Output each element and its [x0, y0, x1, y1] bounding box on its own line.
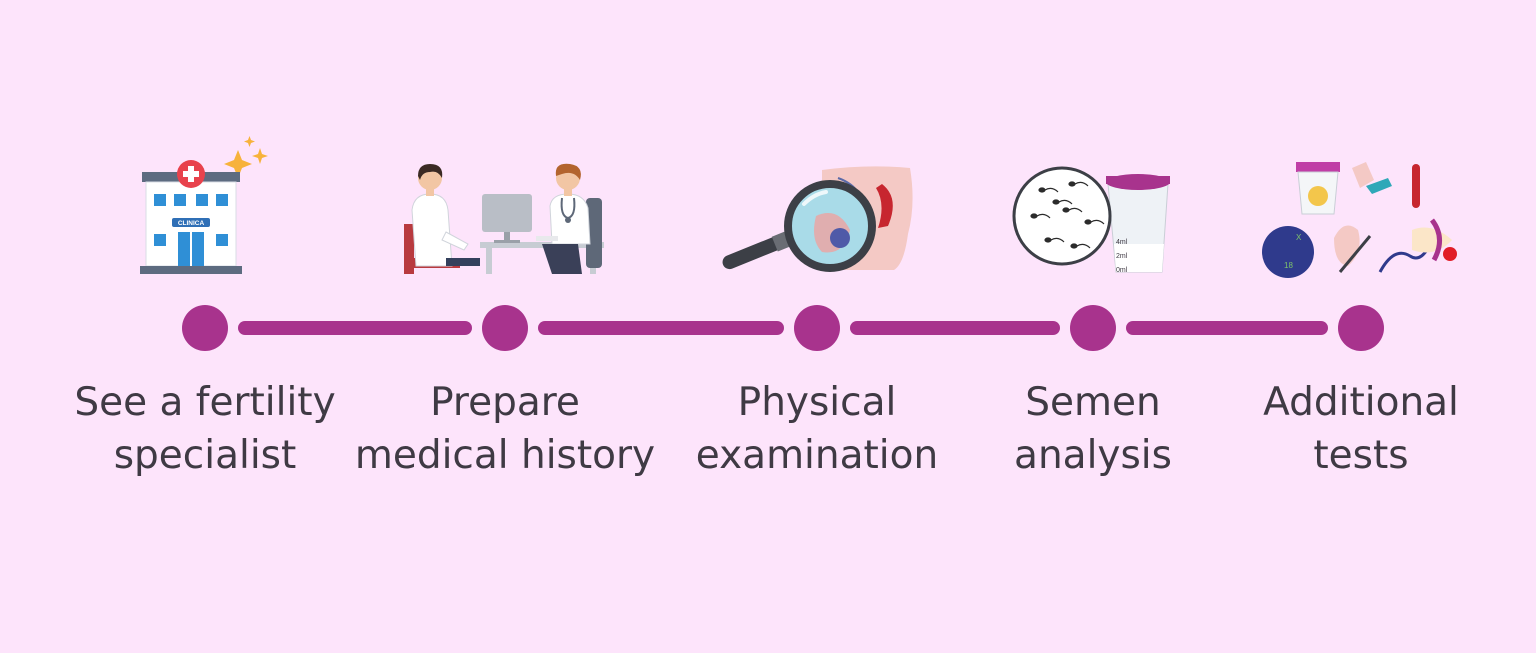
step-label-line: Additional: [1263, 380, 1459, 425]
step-label-line: tests: [1313, 433, 1409, 478]
timeline-connector: [1126, 321, 1328, 335]
step-label-medical-history: Prepare medical history: [345, 376, 665, 482]
step-label-line: Physical: [737, 380, 897, 425]
step-label-line: examination: [695, 433, 939, 478]
chromosome-mark-x: X: [1296, 233, 1302, 242]
timeline-connector: [850, 321, 1060, 335]
additional-tests-icon: X 18: [1262, 162, 1457, 278]
timeline-dot: [794, 305, 840, 351]
clinic-sign-text: CLINICA: [178, 220, 205, 227]
step-label-physical-examination: Physical examination: [657, 376, 977, 482]
timeline-dot: [1338, 305, 1384, 351]
doctor-consultation-icon: [404, 163, 604, 274]
step-label-line: Semen: [1025, 380, 1161, 425]
timeline-dot: [1070, 305, 1116, 351]
magnifier-examination-icon: [722, 166, 913, 272]
beaker-mark-4ml: 4ml: [1116, 239, 1128, 246]
step-label-line: See a fertility: [74, 380, 336, 425]
step-label-line: medical history: [354, 433, 656, 478]
timeline-dot: [182, 305, 228, 351]
clinic-building-icon: CLINICA: [140, 136, 268, 274]
step-label-specialist: See a fertility specialist: [45, 376, 365, 482]
chromosome-mark-18: 18: [1284, 261, 1293, 270]
step-label-additional-tests: Additional tests: [1201, 376, 1521, 482]
timeline-dot: [482, 305, 528, 351]
timeline-connector: [538, 321, 784, 335]
semen-sample-icon: 4ml 2ml 0ml: [1012, 166, 1170, 274]
timeline-connector: [238, 321, 472, 335]
beaker-mark-2ml: 2ml: [1116, 253, 1128, 260]
step-label-line: specialist: [113, 433, 297, 478]
step-label-line: analysis: [1014, 433, 1172, 478]
beaker-mark-0ml: 0ml: [1116, 267, 1128, 274]
step-label-line: Prepare: [430, 380, 580, 425]
step-label-semen-analysis: Semen analysis: [933, 376, 1253, 482]
